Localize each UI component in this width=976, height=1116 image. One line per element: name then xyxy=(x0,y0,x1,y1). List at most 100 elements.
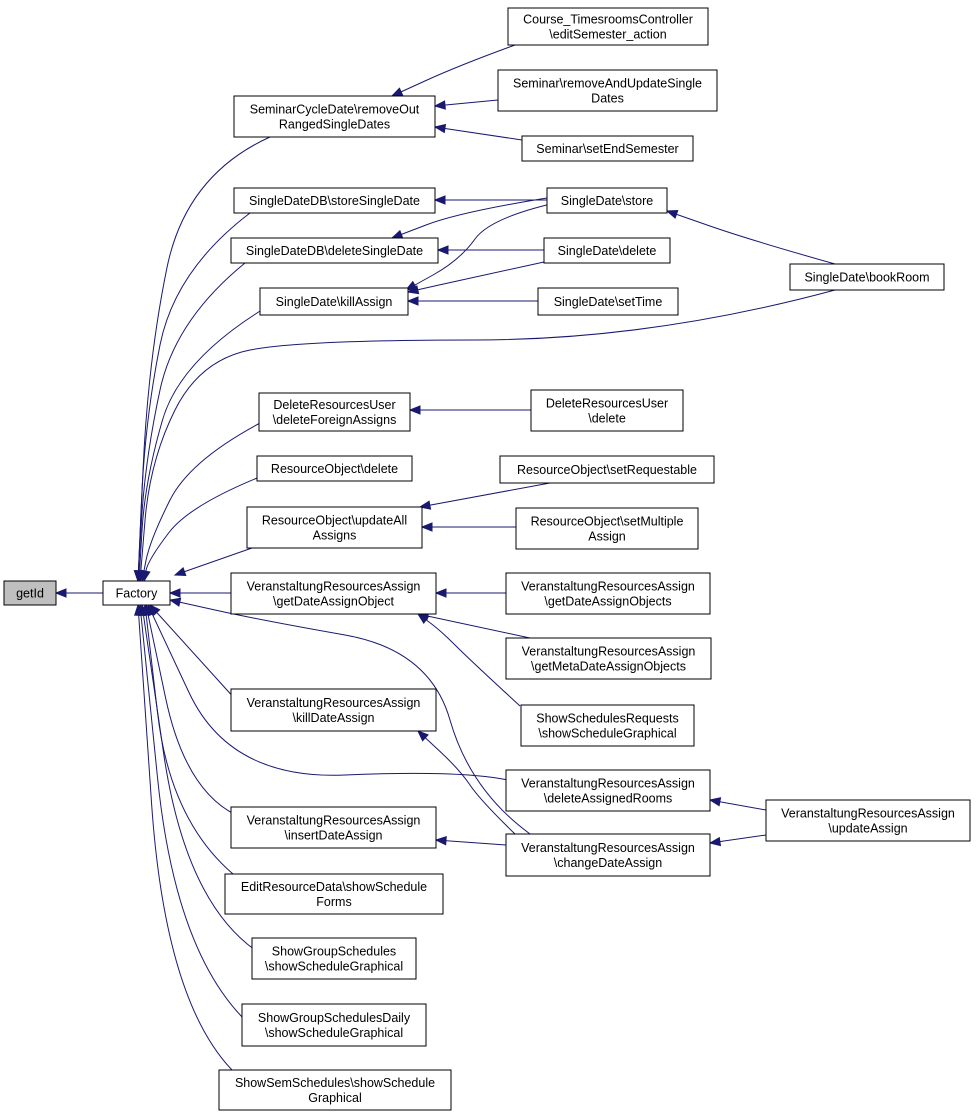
edge-vra-change-date-assign-to-vra-insert-date-assign xyxy=(434,836,507,846)
edge-layer xyxy=(54,44,836,1071)
node-label: \insertDateAssign xyxy=(285,829,383,843)
node-dru-delete-foreign[interactable]: DeleteResourcesUser\deleteForeignAssigns xyxy=(258,392,411,432)
node-label: getId xyxy=(16,587,44,601)
edge-ctc-edit-semester-to-scd-remove-out xyxy=(390,44,516,97)
edge-sd-book-room-to-factory xyxy=(136,289,836,583)
edge-sem-remove-and-update-to-scd-remove-out xyxy=(433,99,499,110)
node-label: \getMetaDateAssignObjects xyxy=(531,660,686,674)
node-label: SingleDate\store xyxy=(561,194,653,208)
edge-ro-set-multiple-to-ro-update-all xyxy=(420,522,516,532)
node-ctc-edit-semester[interactable]: Course_TimesroomsController\editSemester… xyxy=(507,7,709,46)
node-label: VeranstaltungResourcesAssign xyxy=(247,814,421,828)
node-sgs-show-schedule-graphical[interactable]: ShowGroupSchedules\showScheduleGraphical xyxy=(251,937,417,980)
node-label: SingleDateDB\storeSingleDate xyxy=(249,194,420,208)
node-sd-book-room[interactable]: SingleDate\bookRoom xyxy=(789,263,945,291)
node-scd-remove-out[interactable]: SeminarCycleDate\removeOutRangedSingleDa… xyxy=(233,95,436,138)
node-label: ResourceObject\delete xyxy=(271,462,398,476)
edge-dru-delete-foreign-to-factory xyxy=(139,421,263,583)
node-label: VeranstaltungResourcesAssign xyxy=(521,580,695,594)
node-vra-delete-assigned-rooms[interactable]: VeranstaltungResourcesAssign\deleteAssig… xyxy=(505,769,711,812)
node-sddb-delete[interactable]: SingleDateDB\deleteSingleDate xyxy=(230,237,439,264)
edge-vra-change-date-assign-to-vra-kill-date-assign xyxy=(417,730,516,835)
edge-sddb-store-to-factory xyxy=(133,212,251,583)
node-label: VeranstaltungResourcesAssign xyxy=(247,580,421,594)
node-label: Forms xyxy=(316,895,351,909)
node-label: \updateAssign xyxy=(828,822,907,836)
edge-ro-update-all-to-factory xyxy=(173,547,253,576)
node-label: SingleDate\setTime xyxy=(554,295,663,309)
node-vra-update-assign[interactable]: VeranstaltungResourcesAssign\updateAssig… xyxy=(765,799,971,842)
node-vra-kill-date-assign[interactable]: VeranstaltungResourcesAssign\killDateAss… xyxy=(230,688,437,732)
edge-sd-book-room-to-sd-store xyxy=(665,209,836,265)
edge-sd-delete-to-sd-kill-assign xyxy=(406,261,545,295)
edge-sem-set-end-semester-to-scd-remove-out xyxy=(433,123,523,141)
node-label: Graphical xyxy=(308,1091,362,1105)
edge-vra-get-date-assign-object-to-factory xyxy=(168,588,231,598)
node-sss-show-schedule-graphical[interactable]: ShowSemSchedules\showScheduleGraphical xyxy=(218,1069,452,1111)
node-label: ShowSemSchedules\showSchedule xyxy=(235,1076,435,1090)
node-sd-set-time[interactable]: SingleDate\setTime xyxy=(537,287,679,316)
node-label: ShowGroupSchedulesDaily xyxy=(258,1011,411,1025)
node-label: SeminarCycleDate\removeOut xyxy=(250,103,420,117)
node-dru-delete[interactable]: DeleteResourcesUser\delete xyxy=(530,389,684,432)
node-label: \delete xyxy=(588,412,626,426)
edge-sgsd-show-schedule-graphical-to-factory xyxy=(136,603,246,1021)
edge-ro-delete-to-factory xyxy=(141,475,263,583)
node-factory[interactable]: Factory xyxy=(102,580,171,606)
node-vra-get-date-assign-object[interactable]: VeranstaltungResourcesAssign\getDateAssi… xyxy=(230,572,437,615)
node-layer: getId Factory SeminarCycleDate\removeOutRa… xyxy=(3,7,971,1111)
node-sd-store[interactable]: SingleDate\store xyxy=(546,187,668,214)
node-label: SingleDateDB\deleteSingleDate xyxy=(246,244,423,258)
edge-vra-get-date-assign-objects-to-vra-get-date-assign-object xyxy=(434,588,506,598)
node-ro-delete[interactable]: ResourceObject\delete xyxy=(256,455,413,482)
node-label: Assigns xyxy=(313,529,357,543)
node-label: RangedSingleDates xyxy=(279,118,390,132)
node-label: \showScheduleGraphical xyxy=(265,960,403,974)
node-label: ShowGroupSchedules xyxy=(272,945,396,959)
node-label: VeranstaltungResourcesAssign xyxy=(521,841,695,855)
node-label: \killDateAssign xyxy=(293,711,375,725)
node-sd-kill-assign[interactable]: SingleDate\killAssign xyxy=(259,287,409,316)
node-sem-set-end-semester[interactable]: Seminar\setEndSemester xyxy=(521,135,694,162)
edge-sd-set-time-to-sd-kill-assign xyxy=(406,296,538,306)
node-vra-get-date-assign-objects[interactable]: VeranstaltungResourcesAssign\getDateAssi… xyxy=(505,572,711,615)
node-label: Seminar\setEndSemester xyxy=(536,142,678,156)
edge-sss-show-schedule-graphical-to-factory xyxy=(133,603,233,1071)
edge-ro-set-requestable-to-ro-update-all xyxy=(418,482,551,510)
node-label: SingleDate\bookRoom xyxy=(804,271,929,285)
node-label: EditResourceData\showSchedule xyxy=(241,880,427,894)
node-label: ResourceObject\updateAll xyxy=(262,514,407,528)
node-ro-set-requestable[interactable]: ResourceObject\setRequestable xyxy=(499,455,715,484)
edge-vra-get-meta-date-to-vra-get-date-assign-object xyxy=(416,611,531,639)
node-label: VeranstaltungResourcesAssign xyxy=(247,696,421,710)
node-sddb-store[interactable]: SingleDateDB\storeSingleDate xyxy=(233,187,436,214)
node-vra-insert-date-assign[interactable]: VeranstaltungResourcesAssign\insertDateA… xyxy=(230,806,437,849)
node-label: VeranstaltungResourcesAssign xyxy=(522,645,696,659)
node-label: \getDateAssignObjects xyxy=(544,595,671,609)
node-vra-change-date-assign[interactable]: VeranstaltungResourcesAssign\changeDateA… xyxy=(505,833,711,877)
edge-sd-delete-to-sddb-delete xyxy=(436,245,544,255)
node-ssr-show-schedule-graphical[interactable]: ShowSchedulesRequests\showScheduleGraphi… xyxy=(520,704,695,747)
node-label: \changeDateAssign xyxy=(554,856,662,870)
node-label: DeleteResourcesUser xyxy=(546,397,668,411)
edge-vra-change-date-assign-to-factory xyxy=(168,597,531,835)
node-label: Factory xyxy=(116,587,158,601)
node-sd-delete[interactable]: SingleDate\delete xyxy=(543,237,671,264)
edge-dru-delete-to-dru-delete-foreign xyxy=(408,405,531,415)
node-sgsd-show-schedule-graphical[interactable]: ShowGroupSchedulesDaily\showScheduleGrap… xyxy=(241,1003,427,1047)
edge-sd-store-to-sddb-store xyxy=(433,195,547,205)
node-label: \deleteForeignAssigns xyxy=(273,413,397,427)
node-get-id[interactable]: getId xyxy=(3,580,57,606)
edge-factory-to-get-id xyxy=(54,588,103,598)
edge-sd-kill-assign-to-factory xyxy=(134,307,266,583)
node-vra-get-meta-date[interactable]: VeranstaltungResourcesAssign\getMetaDate… xyxy=(505,637,712,680)
edge-sddb-delete-to-factory xyxy=(133,262,246,583)
node-label: DeleteResourcesUser xyxy=(273,398,395,412)
node-label: ResourceObject\setMultiple xyxy=(531,515,684,529)
